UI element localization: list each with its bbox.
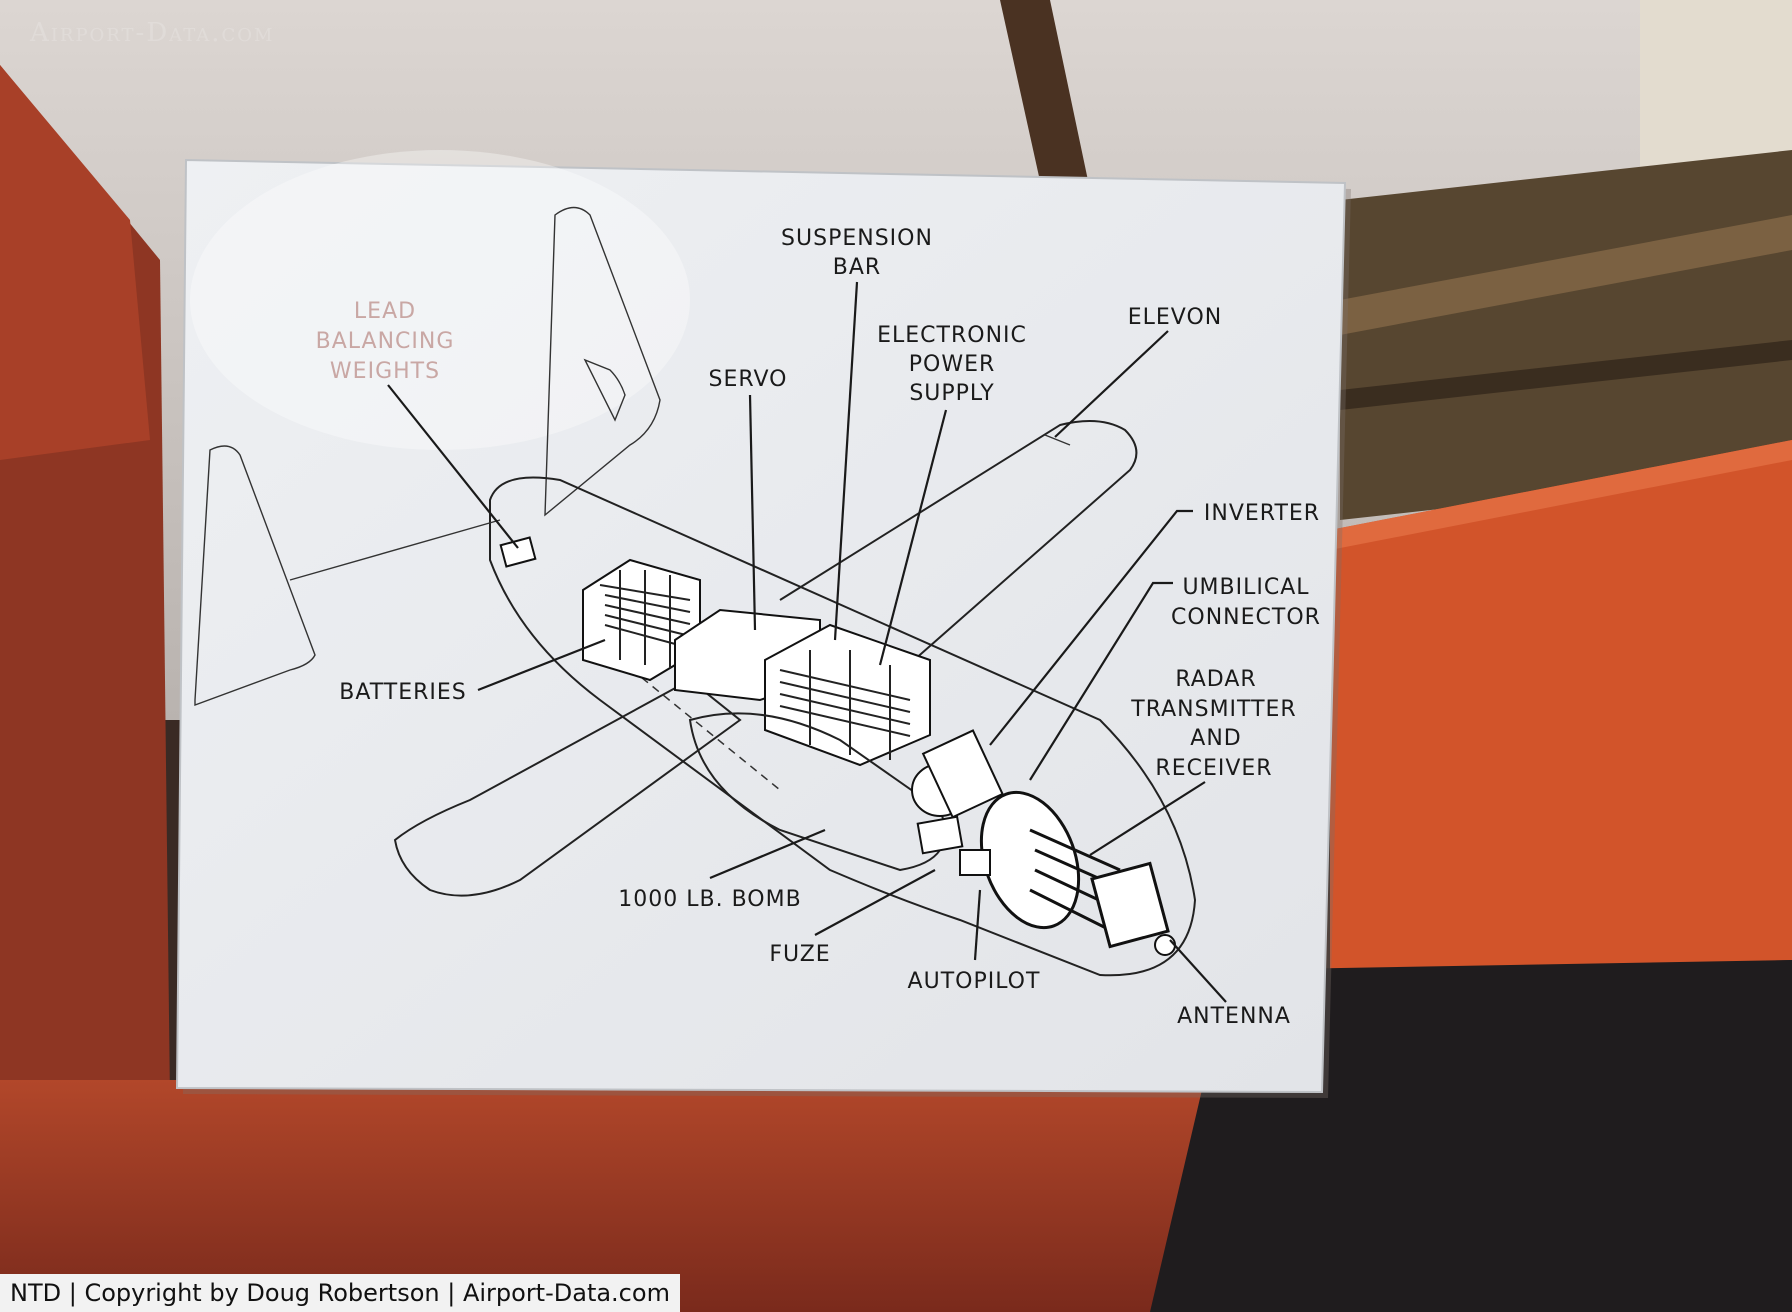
label-electronic-power-supply-3: SUPPLY bbox=[909, 381, 994, 406]
label-elevon: ELEVON bbox=[1128, 305, 1223, 330]
diagram-labels: LEAD BALANCING WEIGHTS SUSPENSION BAR EL… bbox=[316, 226, 1321, 1029]
label-fuze: FUZE bbox=[769, 942, 830, 967]
label-suspension-bar-1: SUSPENSION bbox=[781, 226, 933, 251]
watermark-text: Airport-Data.com bbox=[30, 18, 275, 48]
leader-lines bbox=[387, 281, 1227, 1003]
label-lead-balancing-weights-2: BALANCING bbox=[316, 329, 455, 354]
label-lead-balancing-weights-1: LEAD bbox=[354, 299, 416, 324]
diagram-card: LEAD BALANCING WEIGHTS SUSPENSION BAR EL… bbox=[175, 150, 1351, 1098]
missile-drawing bbox=[194, 206, 1197, 977]
label-servo: SERVO bbox=[709, 367, 788, 392]
label-electronic-power-supply-1: ELECTRONIC bbox=[877, 323, 1027, 348]
label-radar-2: TRANSMITTER bbox=[1130, 697, 1296, 722]
photo-credit: NTD | Copyright by Doug Robertson | Airp… bbox=[0, 1274, 680, 1312]
label-suspension-bar-2: BAR bbox=[833, 255, 881, 280]
label-umbilical-connector-1: UMBILICAL bbox=[1182, 575, 1309, 600]
orange-structure-right bbox=[1330, 440, 1792, 975]
label-umbilical-connector-2: CONNECTOR bbox=[1171, 605, 1321, 630]
wooden-post bbox=[1000, 0, 1090, 190]
label-radar-4: RECEIVER bbox=[1155, 756, 1272, 781]
label-lead-balancing-weights-3: WEIGHTS bbox=[330, 359, 440, 384]
label-radar-3: AND bbox=[1190, 726, 1241, 751]
label-electronic-power-supply-2: POWER bbox=[909, 352, 996, 377]
label-autopilot: AUTOPILOT bbox=[908, 969, 1041, 994]
label-1000-lb-bomb: 1000 LB. BOMB bbox=[618, 887, 801, 912]
label-batteries: BATTERIES bbox=[339, 680, 466, 705]
label-inverter: INVERTER bbox=[1204, 501, 1320, 526]
label-antenna: ANTENNA bbox=[1177, 1004, 1291, 1029]
label-radar-1: RADAR bbox=[1175, 667, 1256, 692]
